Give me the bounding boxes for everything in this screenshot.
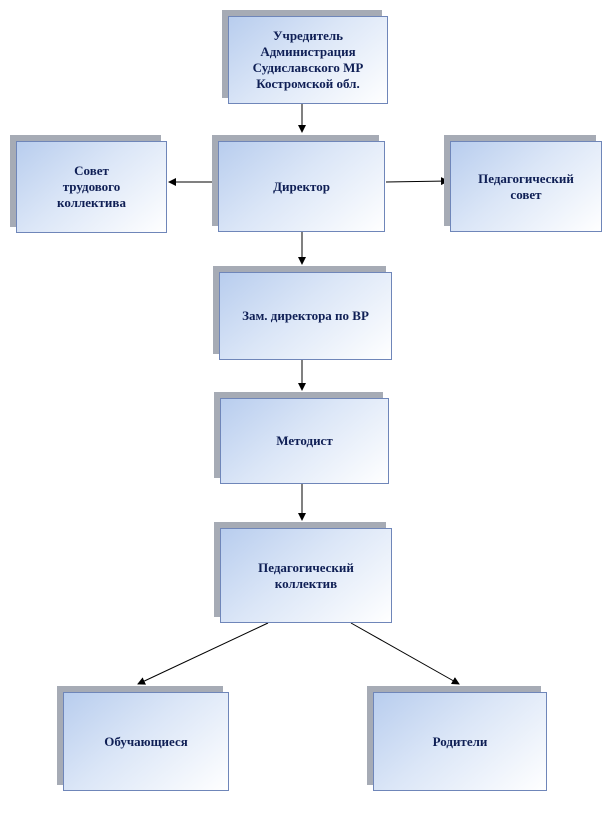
node-director: Директор bbox=[212, 135, 385, 232]
node-pedagogical-council: Педагогический совет bbox=[444, 135, 602, 232]
students-label: Обучающиеся bbox=[104, 733, 188, 749]
node-pedagogical-staff: Педагогический коллектив bbox=[214, 522, 392, 623]
edge-staff-students bbox=[137, 622, 269, 685]
node-box: Педагогический совет bbox=[450, 141, 602, 232]
node-box: Родители bbox=[373, 692, 547, 791]
node-labor-council: Совет трудового коллектива bbox=[10, 135, 167, 233]
edge-director-pedagogical-council bbox=[385, 177, 449, 186]
node-box: Учредитель Администрация Судиславского М… bbox=[228, 16, 388, 104]
node-box: Директор bbox=[218, 141, 385, 232]
labor-council-label: Совет трудового коллектива bbox=[57, 163, 126, 210]
founder-label: Учредитель Администрация Судиславского М… bbox=[252, 28, 364, 91]
node-box: Обучающиеся bbox=[63, 692, 229, 791]
node-box: Методист bbox=[220, 398, 389, 484]
node-deputy-director: Зам. директора по ВР bbox=[213, 266, 392, 360]
director-label: Директор bbox=[273, 178, 330, 194]
pedagogical-council-label: Педагогический совет bbox=[478, 170, 574, 202]
node-box: Педагогический коллектив bbox=[220, 528, 392, 623]
node-box: Совет трудового коллектива bbox=[16, 141, 167, 233]
deputy-director-label: Зам. директора по ВР bbox=[242, 308, 369, 323]
node-box: Зам. директора по ВР bbox=[219, 272, 392, 360]
parents-label: Родители bbox=[432, 733, 488, 749]
methodist-label: Методист bbox=[276, 433, 333, 448]
node-methodist: Методист bbox=[214, 392, 389, 484]
node-students: Обучающиеся bbox=[57, 686, 229, 791]
node-parents: Родители bbox=[367, 686, 547, 791]
pedagogical-staff-label: Педагогический коллектив bbox=[258, 559, 354, 591]
node-founder: Учредитель Администрация Судиславского М… bbox=[222, 10, 388, 104]
edge-staff-parents bbox=[350, 622, 460, 685]
